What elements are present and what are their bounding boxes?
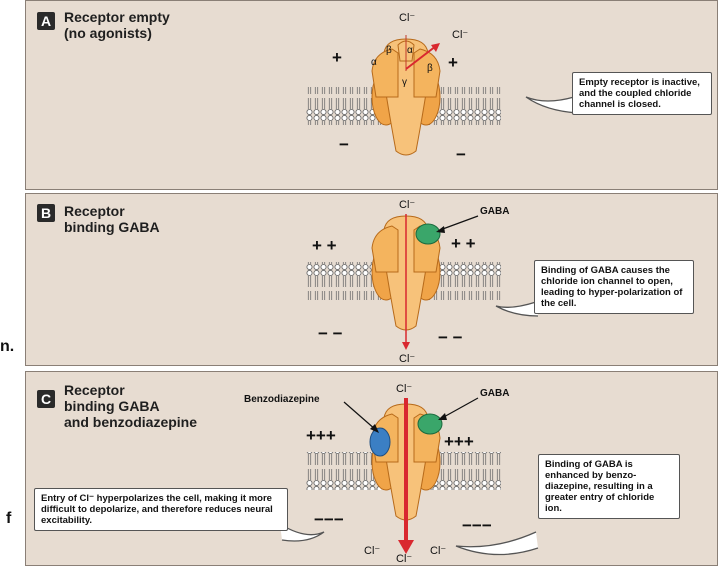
gaba-pointer [440,216,478,230]
panel-c-gaba-label: GABA [480,388,509,399]
panel-b-plus-right: + + [451,234,476,254]
panel-c-cl-bottom-left: Cl⁻ [364,544,380,557]
panel-b-minus-left: − − [318,324,343,344]
subunit-gamma: γ [402,77,407,88]
panel-c: C Receptor binding GABA and benzodiazepi… [25,371,718,566]
panel-b-gaba-label: GABA [480,206,509,217]
open-channel-arrowhead [402,342,410,350]
benzodiazepine-molecule [370,428,390,456]
subunit-alpha-right: α [407,45,413,56]
panel-a-callout: Empty receptor is inactive, and the coup… [572,72,712,115]
panel-c-plus-right: +++ [444,432,474,452]
stray-text-f: f [6,510,11,528]
panel-c-benzodiazepine-label: Benzodiazepine [244,394,320,405]
panel-a-callout-pointer [526,97,578,113]
stray-text-n: n. [0,338,14,356]
panel-b-minus-right: − − [438,328,463,348]
subunit-beta-right: β [427,63,433,74]
panel-c-cl-bottom-right: Cl⁻ [430,544,446,557]
panel-c-cl-top: Cl⁻ [396,382,412,395]
membrane-left [306,452,381,490]
panel-a-minus-right: − [456,145,466,165]
panel-a-minus-left: − [339,135,349,155]
panel-c-minus-left: −−− [314,510,344,530]
panel-c-plus-left: +++ [306,426,336,446]
panel-a-cl-top: Cl⁻ [399,11,415,24]
gaba-molecule [416,224,440,244]
blocked-arrowhead [431,43,440,52]
membrane-left [306,262,381,300]
panel-b-cl-bottom: Cl⁻ [399,352,415,365]
panel-c-minus-right: −−− [462,516,492,536]
panel-b-cl-top: Cl⁻ [399,198,415,211]
subunit-alpha-left: α [371,57,377,68]
membrane-left [306,87,381,125]
panel-c-cl-bottom-center: Cl⁻ [396,552,412,565]
panel-b-plus-left: + + [312,236,337,256]
panel-c-right-callout: Binding of GABA is enhanced by benzo-dia… [538,454,680,519]
panel-a-cl-side: Cl⁻ [452,28,468,41]
gaba-pointer [442,398,478,418]
panel-a-plus-right: + [448,53,458,73]
panel-a: A Receptor empty (no agonists) [25,0,718,190]
subunit-beta-left: β [386,45,392,56]
panel-b: B Receptor binding GABA Cl⁻ Cl⁻ GABA + +… [25,193,718,366]
gaba-pointer-head [438,413,447,420]
panel-b-callout-pointer [496,302,538,316]
panel-c-left-callout: Entry of Cl⁻ hyperpolarizes the cell, ma… [34,488,288,531]
panel-a-plus-left: + [332,48,342,68]
panel-b-callout: Binding of GABA causes the chloride ion … [534,260,694,314]
benzodiazepine-pointer [344,402,376,430]
gaba-molecule [418,414,442,434]
